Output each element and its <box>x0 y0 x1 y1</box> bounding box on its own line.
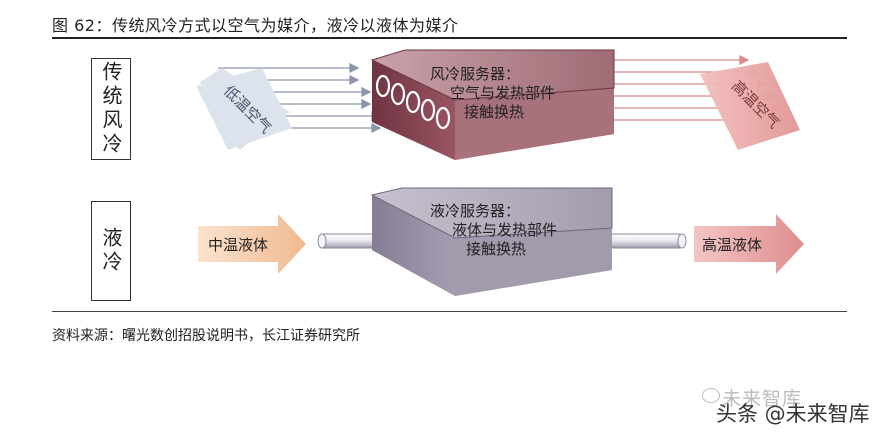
liquid-server-line-2: 液体与发热部件 <box>452 221 557 239</box>
figure-title: 图 62：传统风冷方式以空气为媒介，液冷以液体为媒介 <box>52 16 459 35</box>
air-server-line-1: 风冷服务器： <box>430 65 520 83</box>
air-cooling-side-label: 传统风冷 <box>91 58 131 160</box>
figure-source: 资料来源：曙光数创招股说明书，长江证券研究所 <box>52 328 360 344</box>
air-server-line-2: 空气与发热部件 <box>450 84 555 102</box>
liquid-server-line-1: 液冷服务器： <box>430 202 520 220</box>
medium-temp-liquid-arrow <box>198 214 306 274</box>
liquid-server-line-3: 接触换热 <box>466 240 526 258</box>
watermark-main: 头条 @未来智库 <box>716 402 870 426</box>
fan-holes <box>375 74 451 130</box>
air-cooled-server <box>370 49 615 160</box>
medium-temp-liquid-label: 中温液体 <box>208 236 268 254</box>
liquid-cooling-side-label: 液冷 <box>91 201 131 301</box>
low-temp-air-arrow <box>196 68 292 150</box>
liquid-cooled-server <box>370 187 613 296</box>
source-rule <box>52 311 847 312</box>
watermark-faded: 未来智库 <box>722 388 803 410</box>
wechat-icon <box>702 388 720 403</box>
high-temp-air-arrow <box>700 62 800 150</box>
title-rule <box>52 37 847 39</box>
high-temp-liquid-arrow <box>694 214 804 274</box>
air-server-line-3: 接触换热 <box>464 103 524 121</box>
high-temp-liquid-label: 高温液体 <box>702 236 762 254</box>
